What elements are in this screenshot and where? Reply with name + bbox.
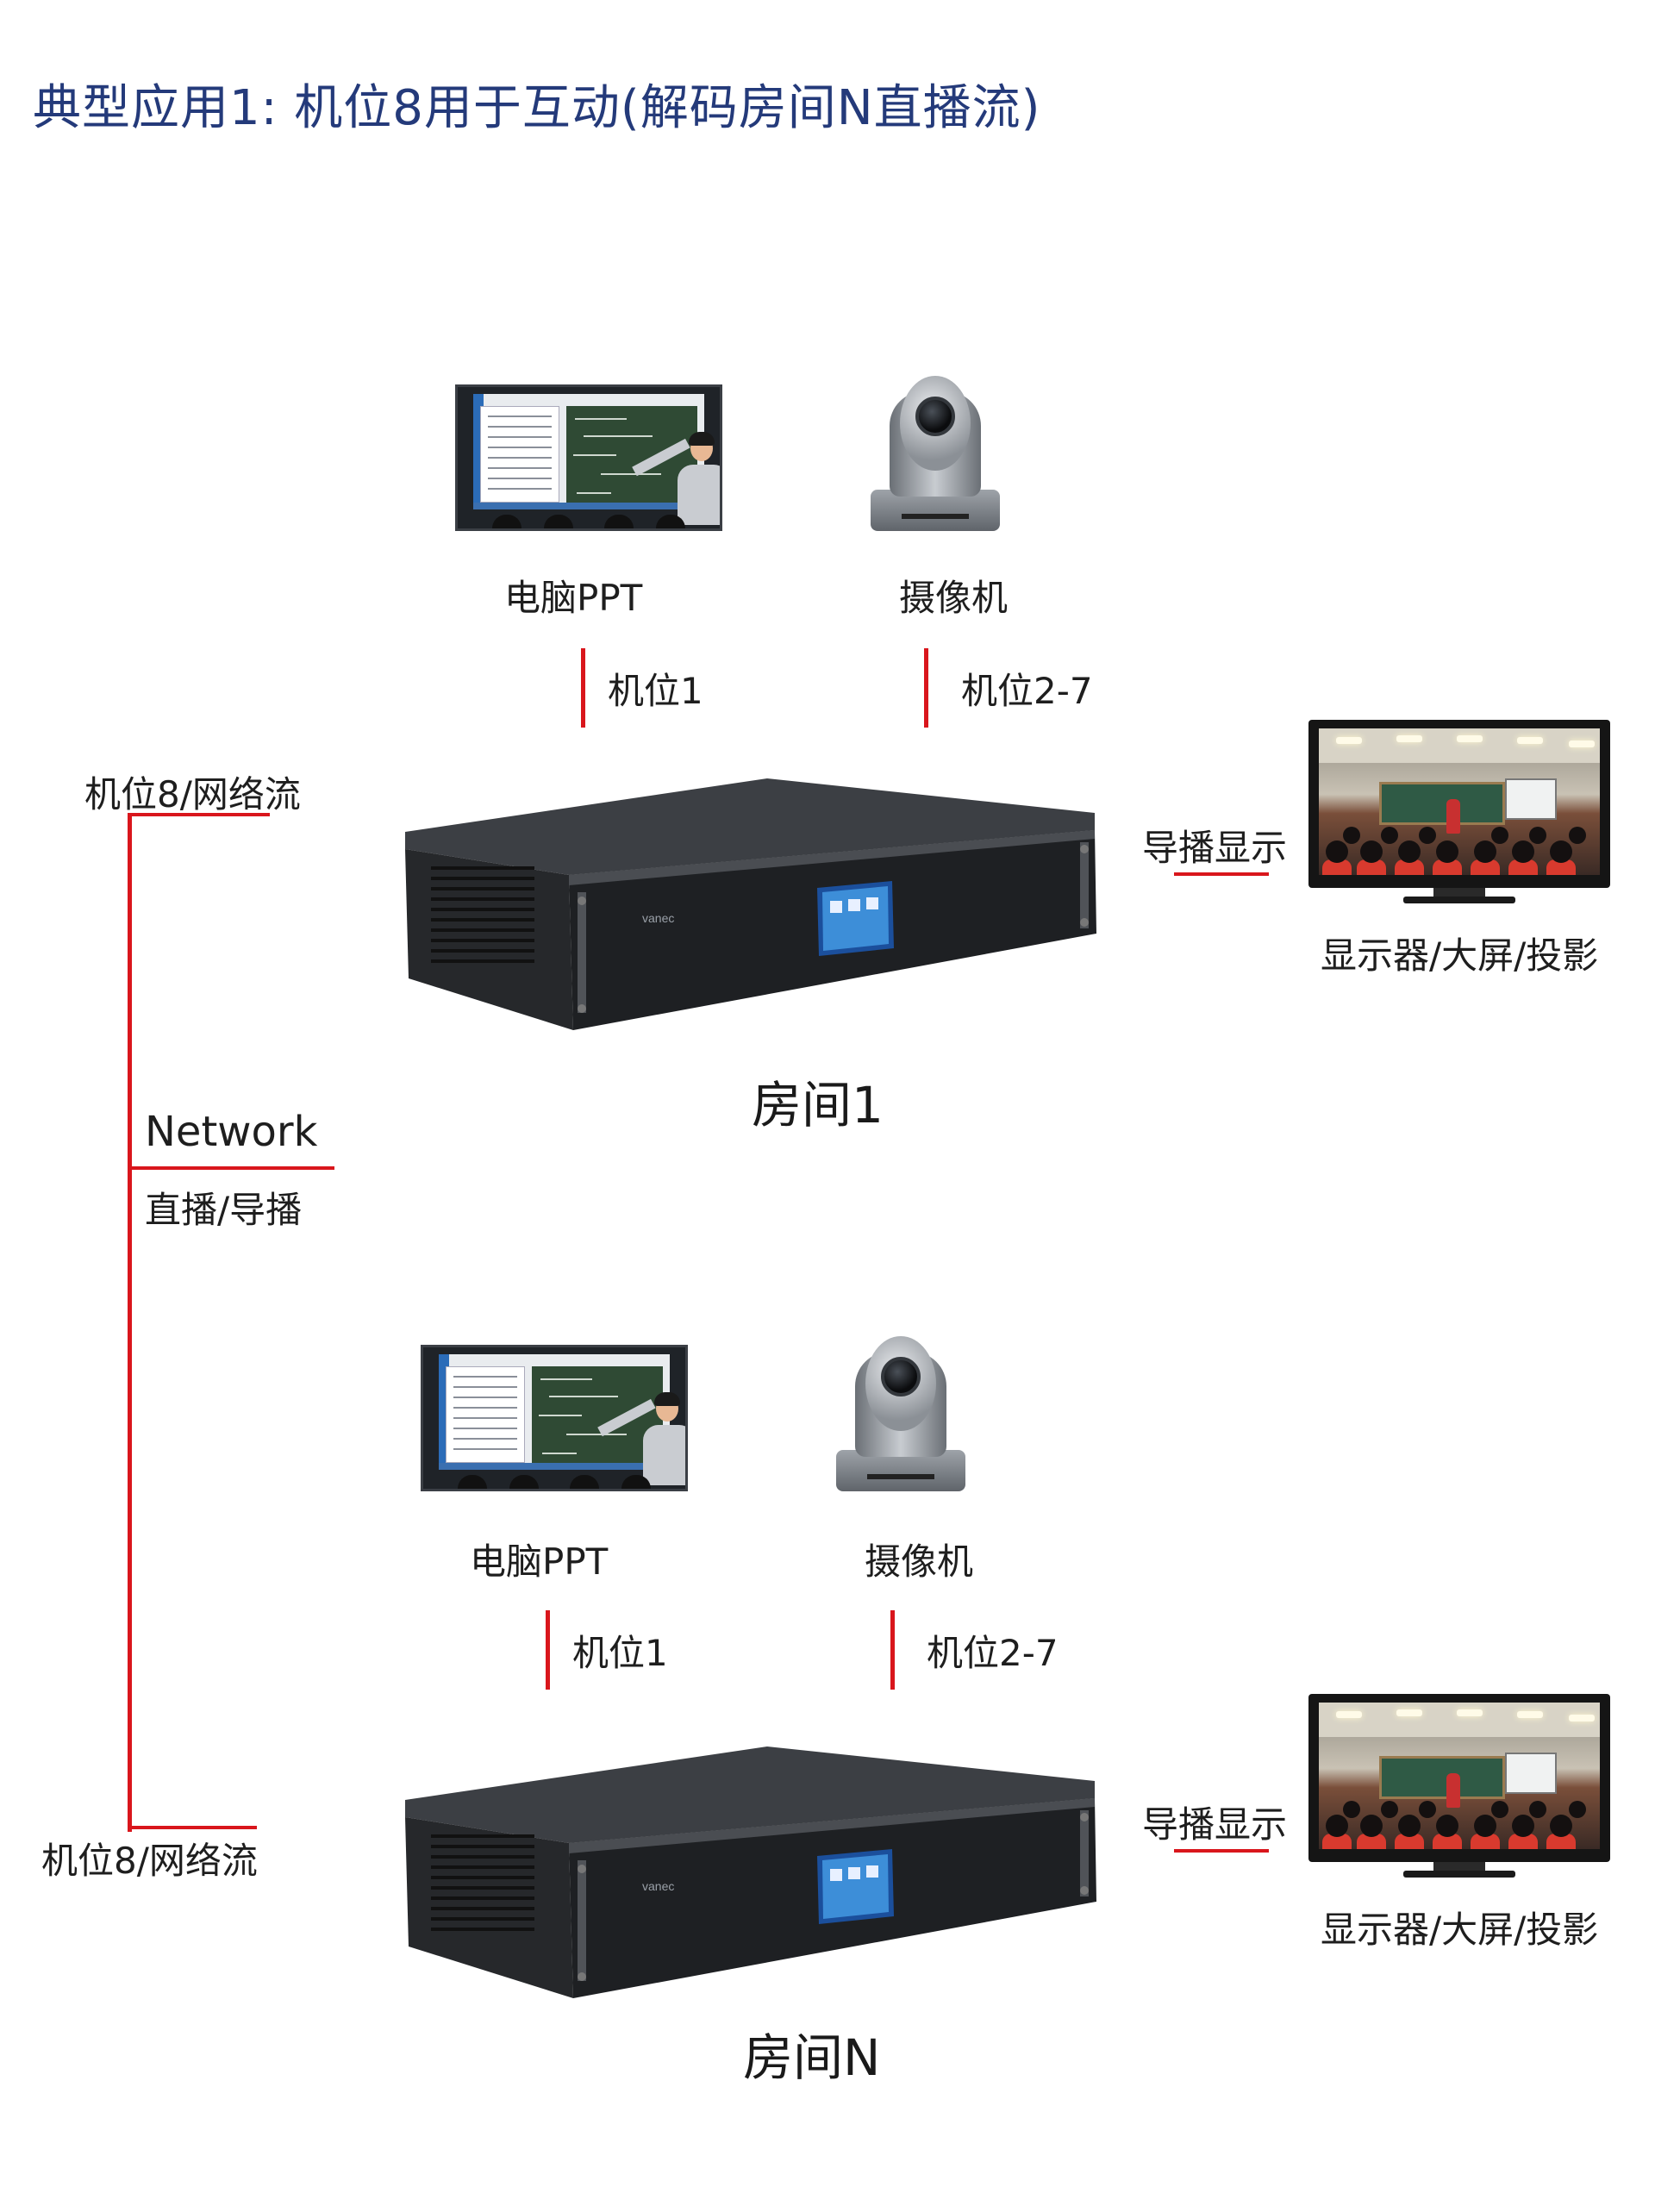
roomN-display-label: 显示器/大屏/投影 bbox=[1321, 1909, 1599, 1951]
recorder-icon: vanec bbox=[397, 1740, 1103, 1998]
room1-camera-connector bbox=[924, 648, 928, 728]
roomN-camera-connector bbox=[890, 1610, 895, 1690]
network-label: Network bbox=[145, 1108, 318, 1156]
network-underline bbox=[128, 1166, 334, 1170]
smartboard-icon bbox=[421, 1345, 688, 1491]
room1-camera-label: 摄像机 bbox=[899, 577, 1009, 619]
room1-pc-connector bbox=[581, 648, 585, 728]
room1-output-underline bbox=[1174, 872, 1269, 876]
room1-output-label: 导播显示 bbox=[1142, 827, 1288, 869]
room1-stream-underline bbox=[128, 813, 270, 816]
room1-stream-label: 机位8/网络流 bbox=[84, 773, 301, 815]
device-brand: vanec bbox=[642, 911, 674, 925]
roomN-stream-label: 机位8/网络流 bbox=[41, 1840, 258, 1882]
roomN-name: 房间N bbox=[743, 2028, 881, 2087]
room1-pc-channel: 机位1 bbox=[608, 670, 703, 712]
device-brand: vanec bbox=[642, 1879, 674, 1893]
ptz-camera-icon bbox=[871, 376, 1000, 531]
network-trunk-line bbox=[128, 815, 132, 1832]
roomN-camera-label: 摄像机 bbox=[865, 1540, 974, 1583]
roomN-stream-underline bbox=[128, 1826, 257, 1829]
roomN-pc-channel: 机位1 bbox=[572, 1632, 668, 1674]
recorder-icon: vanec bbox=[397, 772, 1103, 1030]
monitor-icon bbox=[1308, 1694, 1610, 1879]
roomN-camera-channel: 机位2-7 bbox=[927, 1632, 1059, 1674]
roomN-output-underline bbox=[1174, 1849, 1269, 1853]
ptz-camera-icon bbox=[836, 1336, 965, 1491]
smartboard-icon bbox=[455, 384, 722, 531]
page-title: 典型应用1: 机位8用于互动(解码房间N直播流) bbox=[33, 80, 1041, 136]
roomN-pc-connector bbox=[546, 1610, 550, 1690]
roomN-pc-label: 电脑PPT bbox=[470, 1540, 609, 1583]
room1-pc-label: 电脑PPT bbox=[504, 577, 643, 619]
monitor-icon bbox=[1308, 720, 1610, 905]
room1-name: 房间1 bbox=[752, 1076, 884, 1134]
room1-display-label: 显示器/大屏/投影 bbox=[1321, 934, 1599, 977]
roomN-output-label: 导播显示 bbox=[1142, 1803, 1288, 1846]
room1-camera-channel: 机位2-7 bbox=[961, 670, 1093, 712]
network-sublabel: 直播/导播 bbox=[145, 1189, 303, 1231]
